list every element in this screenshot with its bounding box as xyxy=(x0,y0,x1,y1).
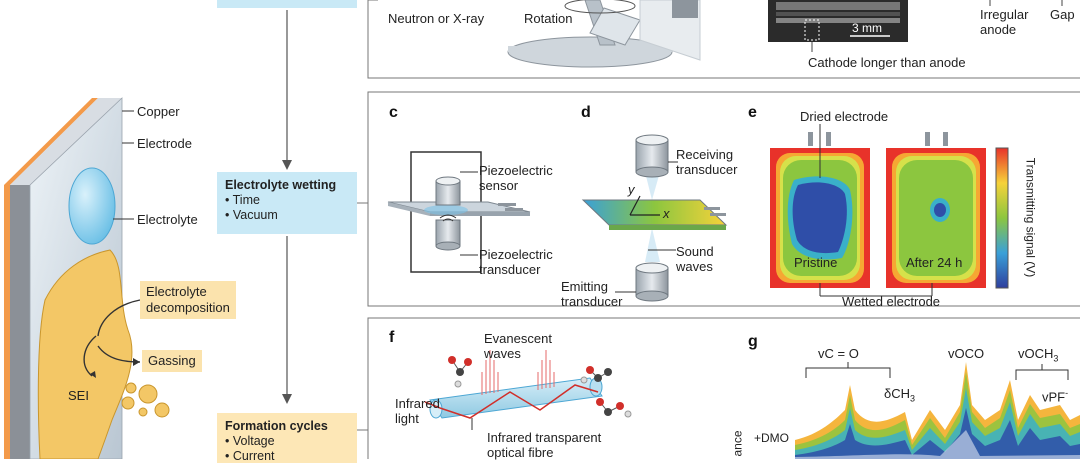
piezo-sensor-label-1: Piezoelectric xyxy=(479,163,553,178)
fibre-label-2: optical fibre xyxy=(487,445,554,460)
infrared-light-label-1: Infrared xyxy=(395,396,440,411)
voch3-label: vOCH3 xyxy=(1018,346,1059,364)
neutron-xray-label: Neutron or X-ray xyxy=(388,11,485,26)
decomposition-arrow xyxy=(83,335,97,377)
formation-cycles-box: Formation cycles • Voltage • Current xyxy=(217,413,357,463)
piezo-transducer-label-1: Piezoelectric xyxy=(479,247,553,262)
gap-label: Gap xyxy=(1050,7,1075,22)
electrolyte-droplet xyxy=(68,167,116,245)
sei-label: SEI xyxy=(68,388,89,403)
panel-d-letter: d xyxy=(581,104,591,121)
wetting-item-vacuum: • Vacuum xyxy=(225,208,278,222)
wetting-item-time: • Time xyxy=(225,193,260,207)
voco-label: vOCO xyxy=(948,346,985,361)
axis-y-label: y xyxy=(628,182,635,197)
ultrasonic-setup xyxy=(581,134,728,302)
gassing-box: Gassing xyxy=(142,350,202,372)
emitting-transducer-label-1: Emitting xyxy=(561,279,608,294)
formation-item-current: • Current xyxy=(225,449,275,463)
dmo-label: +DMO xyxy=(754,431,790,445)
piezo-setup xyxy=(387,151,531,273)
heatmap-pristine xyxy=(770,132,870,288)
decomposition-line-2: decomposition xyxy=(146,300,230,315)
tomography-texture xyxy=(776,2,900,23)
rotation-label: Rotation xyxy=(524,11,573,26)
copper-label: Copper xyxy=(137,104,180,119)
gas-bubbles xyxy=(121,382,170,418)
pristine-label: Pristine xyxy=(794,255,838,270)
receiving-transducer-label-2: transducer xyxy=(676,162,738,177)
panel-e-letter: e xyxy=(748,104,757,121)
panel-brackets xyxy=(357,0,1080,459)
dried-electrode-label: Dried electrode xyxy=(800,109,889,124)
scale-bar-label: 3 mm xyxy=(852,21,882,35)
panel-c-letter: c xyxy=(389,104,398,121)
vpf-label: vPF- xyxy=(1042,388,1069,405)
anode-label: anode xyxy=(980,22,1017,37)
heatmap-after-24h xyxy=(886,132,986,288)
colorbar-label: Transmitting signal (V) xyxy=(1023,157,1038,278)
colorbar xyxy=(995,147,1009,289)
absorbance-axis-label: ance xyxy=(730,430,745,457)
piezo-transducer-label-2: transducer xyxy=(479,262,541,277)
electrolyte-label: Electrolyte xyxy=(137,212,198,227)
cathode-longer-label: Cathode longer than anode xyxy=(808,55,966,70)
vco-label: vC = O xyxy=(818,346,859,361)
piezo-sensor-label-2: sensor xyxy=(479,178,519,193)
after-24h-label: After 24 h xyxy=(906,255,963,270)
heatmap-leaders xyxy=(819,124,933,297)
panel-f-letter: f xyxy=(389,329,395,346)
receiving-transducer-label-1: Receiving xyxy=(676,147,734,162)
electrolyte-decomposition-box: Electrolyte decomposition xyxy=(140,281,236,319)
evanescent-label-1: Evanescent xyxy=(484,331,552,346)
axis-x-label: x xyxy=(663,206,670,221)
formation-item-voltage: • Voltage xyxy=(225,434,275,448)
decomposition-line-1: Electrolyte xyxy=(146,284,207,299)
dch3-label: δCH3 xyxy=(884,386,916,404)
wetting-title: Electrolyte wetting xyxy=(225,178,337,192)
electrode-label: Electrode xyxy=(137,136,192,151)
evanescent-label-2: waves xyxy=(484,346,521,361)
sound-waves-label-1: Sound xyxy=(676,244,714,259)
flow-arrows xyxy=(282,10,292,404)
formation-title: Formation cycles xyxy=(225,419,328,433)
spectra-brackets xyxy=(805,362,1069,380)
molecules xyxy=(448,356,632,418)
rotation-stage xyxy=(507,0,701,68)
emitting-transducer-label-2: transducer xyxy=(561,294,623,309)
evanescent-wave-lines xyxy=(481,350,555,395)
electrolyte-wetting-box: Electrolyte wetting • Time • Vacuum xyxy=(217,172,357,234)
infrared-light-label-2: light xyxy=(395,411,419,426)
panel-g-letter: g xyxy=(748,333,758,350)
fibre-label-1: Infrared transparent xyxy=(487,430,602,445)
optical-fibre xyxy=(424,377,603,430)
irregular-label: Irregular xyxy=(980,7,1029,22)
flow-box-top xyxy=(217,0,357,8)
wetted-electrode-label: Wetted electrode xyxy=(842,294,941,309)
sound-waves-label-2: waves xyxy=(676,259,713,274)
ir-spectra xyxy=(795,362,1080,459)
